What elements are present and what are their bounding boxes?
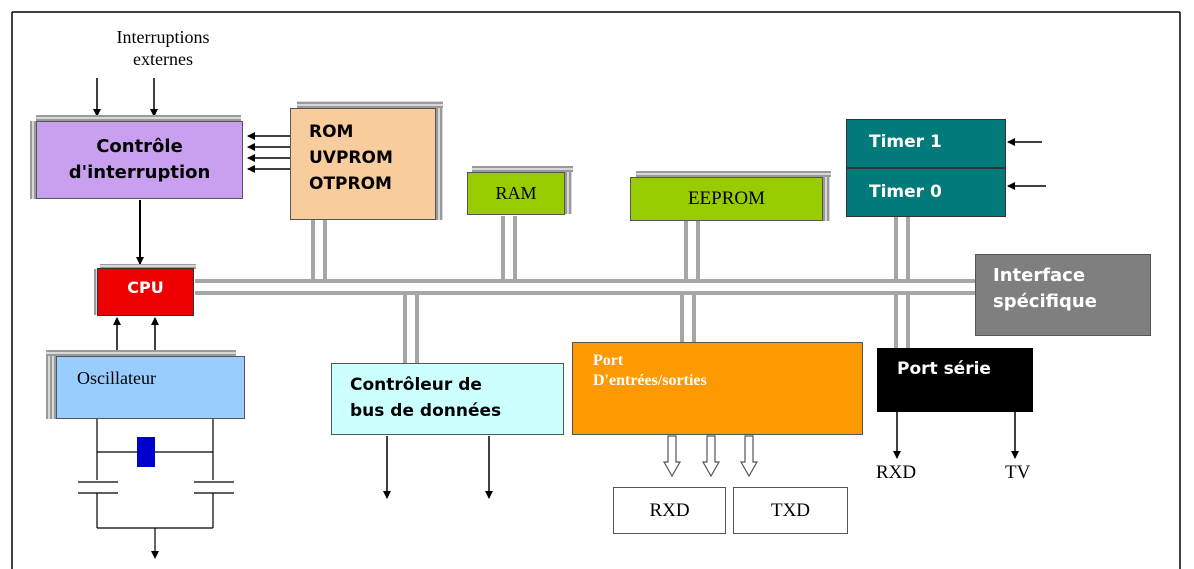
external-interrupts-line1: Interruptions xyxy=(116,27,210,47)
eeprom-block: EEPROM xyxy=(630,177,823,221)
interrupt-control-line1: Contrôle xyxy=(96,136,183,157)
data-bus-controller-line2: bus de données xyxy=(350,401,502,421)
io-port-line2: D'entrées/sorties xyxy=(593,372,707,389)
ram-label: RAM xyxy=(495,183,537,203)
data-bus-controller-line1: Contrôleur de xyxy=(350,375,482,395)
bus-lines xyxy=(195,216,975,363)
interface-line2: spécifique xyxy=(993,291,1097,312)
rxd-box-label: RXD xyxy=(649,500,690,521)
oscillator-block: Oscillateur xyxy=(56,356,245,419)
cpu-block: CPU xyxy=(97,268,194,316)
interface-line1: Interface xyxy=(993,265,1086,286)
txd-box: TXD xyxy=(733,487,848,534)
interrupt-control-line2: d'interruption xyxy=(68,162,211,183)
rxd-box: RXD xyxy=(613,487,726,534)
rom-line3: OTPROM xyxy=(309,174,392,194)
timer0-label: Timer 0 xyxy=(869,182,942,202)
timer0-block: Timer 0 xyxy=(846,168,1006,217)
tv-serial-label: TV xyxy=(1005,462,1031,483)
rxd-serial-label: RXD xyxy=(876,462,917,483)
ram-block: RAM xyxy=(467,172,565,215)
io-hollow-arrows xyxy=(662,435,759,478)
io-port-block: Port D'entrées/sorties xyxy=(572,342,863,435)
cpu-label: CPU xyxy=(127,278,164,297)
serial-port-block: Port série xyxy=(877,348,1033,412)
interrupt-control-block: Contrôle d'interruption xyxy=(36,121,243,199)
rom-line1: ROM xyxy=(309,122,354,142)
oscillator-circuit xyxy=(78,418,234,559)
interface-block: Interface spécifique xyxy=(975,254,1151,336)
external-interrupts-label: Interruptions externes xyxy=(78,26,248,70)
io-port-line1: Port xyxy=(593,352,624,369)
rom-line2: UVPROM xyxy=(309,148,393,168)
timer1-label: Timer 1 xyxy=(869,132,942,152)
txd-box-label: TXD xyxy=(770,500,811,521)
rom-block: ROM UVPROM OTPROM xyxy=(290,108,436,220)
crystal-icon xyxy=(137,437,155,467)
serial-port-label: Port série xyxy=(897,359,991,379)
data-bus-controller-block: Contrôleur de bus de données xyxy=(331,363,564,435)
eeprom-label: EEPROM xyxy=(687,188,766,209)
external-interrupts-line2: externes xyxy=(133,49,193,69)
oscillator-label: Oscillateur xyxy=(77,368,156,388)
timer1-block: Timer 1 xyxy=(846,119,1006,168)
